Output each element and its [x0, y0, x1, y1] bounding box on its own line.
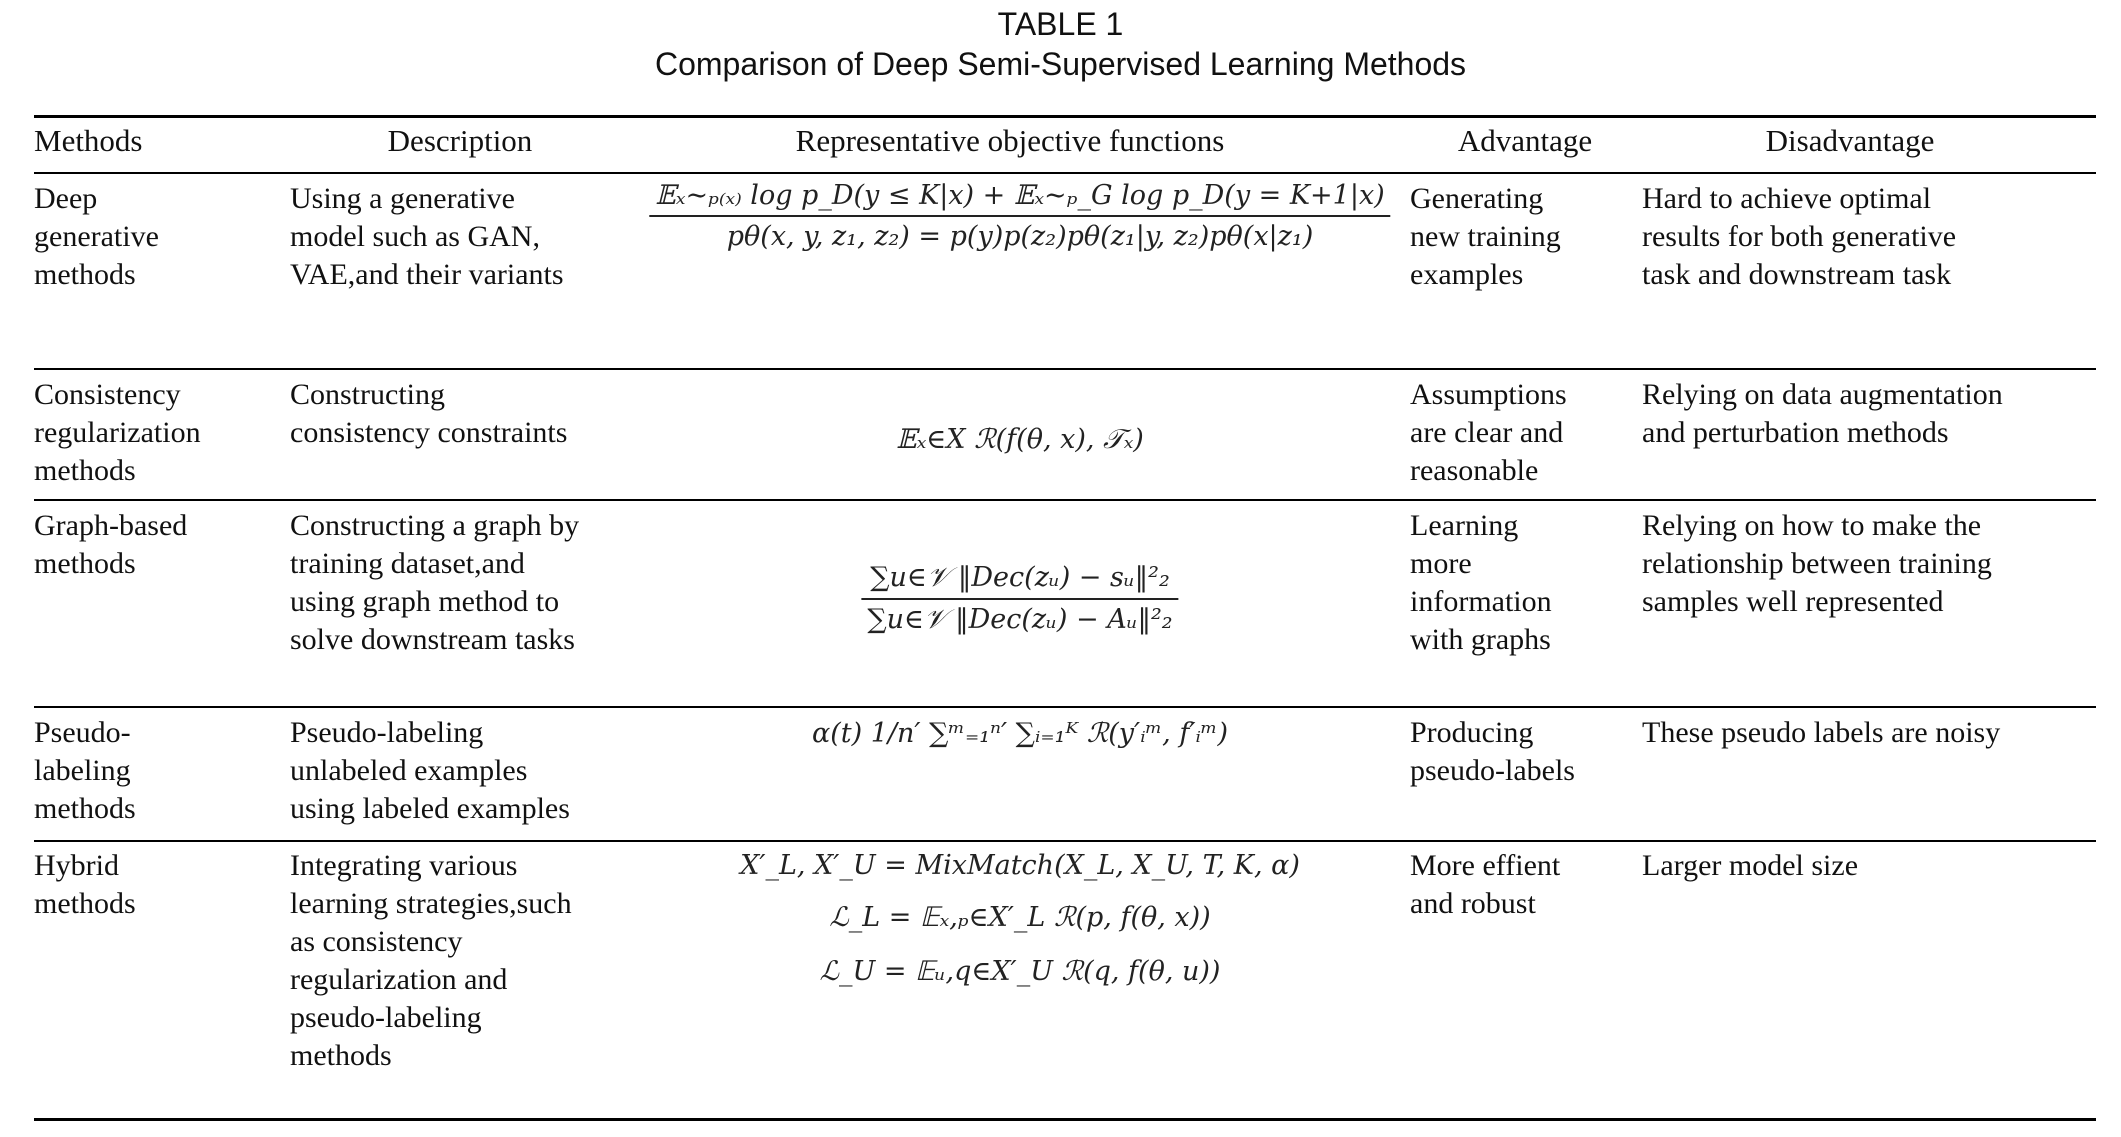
formula-denominator: pθ(x, y, z₁, z₂) = p(y)p(z₂)pθ(z₁|y, z₂)…: [726, 221, 1314, 252]
advantage-cell: More effient and robust: [1410, 849, 1561, 920]
description-cell: Using a generative model such as GAN, VA…: [290, 182, 564, 291]
formula-cell: 𝔼ₓ∈X ℛ(f(θ, x), 𝒯ₓ): [896, 424, 1144, 455]
formula-loss-unlabeled: ℒ_U = 𝔼ᵤ,q∈X′_U ℛ(q, f(θ, u)): [819, 956, 1221, 987]
header-advantage: Advantage: [1457, 123, 1593, 158]
header-description: Description: [387, 123, 533, 158]
method-cell: Hybrid methods: [34, 849, 136, 920]
method-cell: Graph-based methods: [34, 509, 188, 580]
description-cell: Pseudo-labeling unlabeled examples using…: [290, 716, 570, 825]
header-methods: Methods: [34, 123, 143, 158]
advantage-cell: Learning more information with graphs: [1410, 509, 1552, 656]
formula-numerator: 𝔼ₓ∼ₚ₍ₓ₎ log p_D(y ≤ K|x) + 𝔼ₓ∼ₚ_G log p_…: [649, 180, 1391, 217]
method-cell: Deep generative methods: [34, 182, 159, 291]
formula-loss-labeled: ℒ_L = 𝔼ₓ,ₚ∈X′_L ℛ(p, f(θ, x)): [829, 902, 1211, 933]
description-cell: Constructing consistency constraints: [290, 378, 568, 449]
header-disadvantage: Disadvantage: [1765, 123, 1935, 158]
top-rule: [34, 115, 2096, 118]
table-title: Comparison of Deep Semi-Supervised Learn…: [654, 46, 1467, 82]
method-cell: Consistency regularization methods: [34, 378, 201, 487]
row-divider: [34, 499, 2096, 501]
advantage-cell: Assumptions are clear and reasonable: [1410, 378, 1567, 487]
row-divider: [34, 706, 2096, 708]
advantage-cell: Producing pseudo-labels: [1410, 716, 1575, 787]
method-cell: Pseudo- labeling methods: [34, 716, 136, 825]
disadvantage-cell: Relying on how to make the relationship …: [1642, 509, 1992, 618]
row-divider: [34, 840, 2096, 842]
row-divider: [34, 368, 2096, 370]
disadvantage-cell: Hard to achieve optimal results for both…: [1642, 182, 1957, 291]
header-objective: Representative objective functions: [795, 123, 1225, 158]
formula-cell: ∑u∈𝒱 ‖Dec(zᵤ) − sᵤ‖²₂ ∑u∈𝒱 ‖Dec(zᵤ) − Aᵤ…: [861, 562, 1179, 636]
description-cell: Constructing a graph by training dataset…: [290, 509, 580, 656]
formula-cell: α(t) 1/n′ ∑ᵐ₌₁ⁿ′ ∑ᵢ₌₁ᴷ ℛ(y′ᵢᵐ, f′ᵢᵐ): [812, 718, 1228, 749]
bottom-rule: [34, 1118, 2096, 1121]
formula-numerator: ∑u∈𝒱 ‖Dec(zᵤ) − sᵤ‖²₂: [861, 562, 1179, 600]
table-label: TABLE 1: [997, 6, 1124, 42]
disadvantage-cell: Relying on data augmentation and perturb…: [1642, 378, 2003, 449]
formula-mixmatch: X′_L, X′_U = MixMatch(X_L, X_U, T, K, α): [740, 850, 1300, 881]
formula-denominator: ∑u∈𝒱 ‖Dec(zᵤ) − Aᵤ‖²₂: [867, 604, 1173, 635]
disadvantage-cell: These pseudo labels are noisy: [1642, 716, 2001, 749]
description-cell: Integrating various learning strategies,…: [290, 849, 572, 1072]
disadvantage-cell: Larger model size: [1642, 849, 1859, 882]
header-rule: [34, 172, 2096, 174]
formula-cell: 𝔼ₓ∼ₚ₍ₓ₎ log p_D(y ≤ K|x) + 𝔼ₓ∼ₚ_G log p_…: [649, 180, 1391, 252]
advantage-cell: Generating new training examples: [1410, 182, 1561, 291]
